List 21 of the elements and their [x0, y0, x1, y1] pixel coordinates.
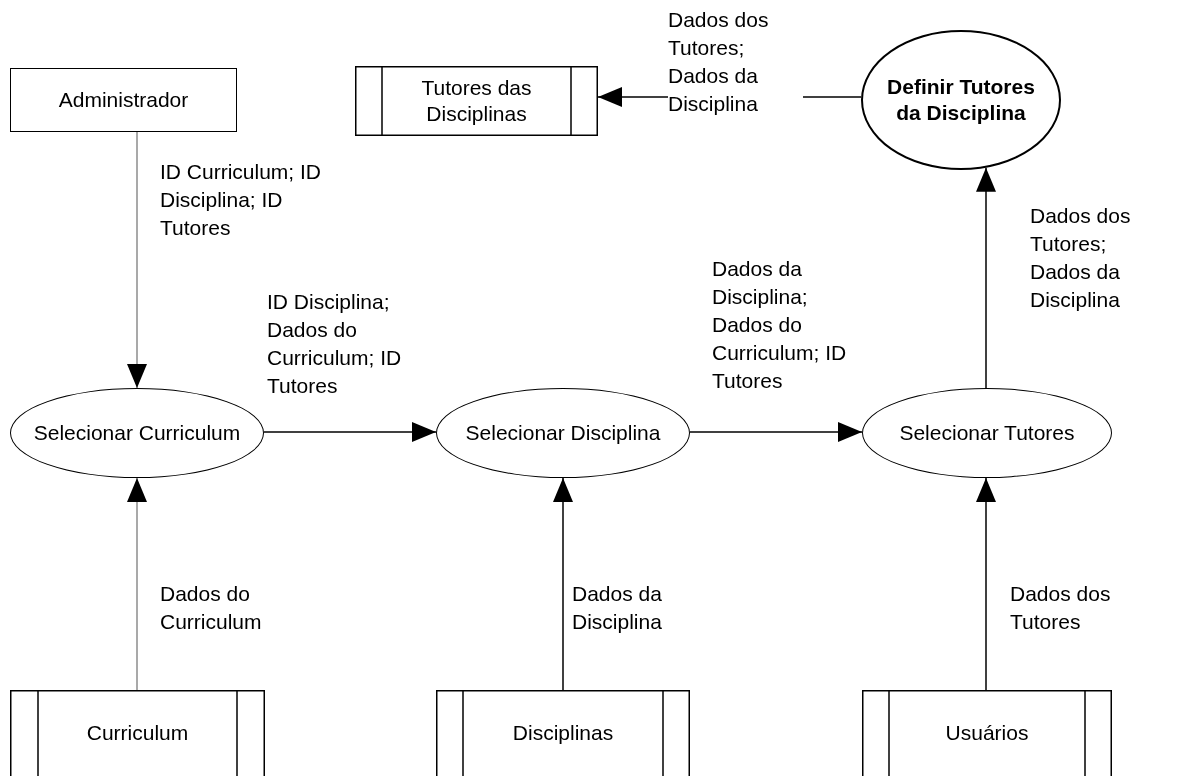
data-store: [862, 690, 1112, 776]
arrow: [127, 131, 147, 389]
node-label: Selecionar Tutores: [899, 420, 1075, 446]
node-label: Disciplinas: [512, 720, 614, 746]
node-label: Usuários: [945, 720, 1029, 746]
data-store: [10, 690, 265, 776]
node-label: Tutores das Disciplinas: [420, 75, 533, 127]
node-label: Curriculum: [86, 720, 189, 746]
data-store: [436, 690, 690, 776]
arrow: [689, 422, 863, 442]
node-label: Selecionar Curriculum: [33, 420, 241, 446]
arrow: [976, 167, 996, 389]
entity-box: [10, 68, 237, 132]
arrow: [263, 422, 437, 442]
node-label: Selecionar Disciplina: [465, 420, 661, 446]
node-label: Definir Tutores da Disciplina: [886, 74, 1036, 126]
node-label: Administrador: [58, 87, 189, 113]
arrow: [976, 477, 996, 691]
data-store: [355, 66, 598, 136]
arrow: [127, 477, 147, 691]
arrow: [553, 477, 573, 691]
